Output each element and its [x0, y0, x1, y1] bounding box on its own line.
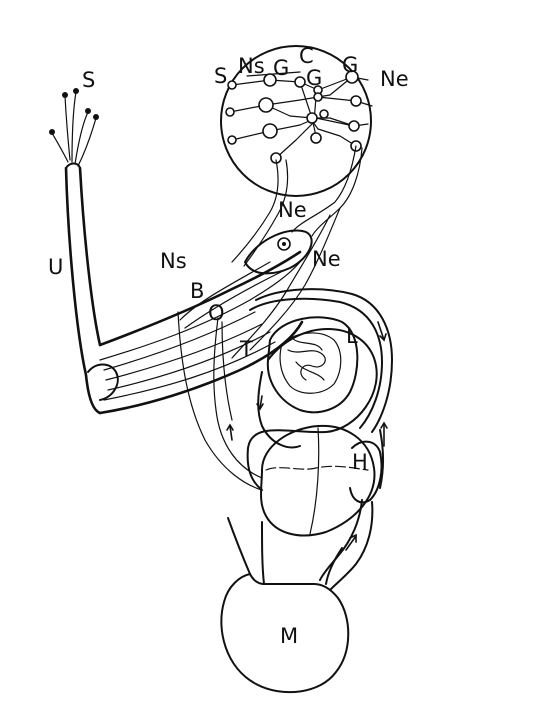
label-g-left: G [273, 56, 289, 80]
diagram-labels: S S Ns G C G G Ne Ne Ne U Ns B O T L H M [48, 44, 409, 648]
circulation-loop [248, 289, 392, 490]
label-ne-brain: Ne [380, 67, 409, 91]
lower-organ [221, 518, 348, 692]
label-ne-lower: Ne [312, 247, 341, 271]
label-m: M [280, 624, 298, 648]
label-o: O [208, 301, 225, 325]
arm-outline [66, 164, 302, 414]
label-s-brain: S [214, 64, 227, 88]
label-ne-mid: Ne [278, 198, 307, 222]
label-b: B [190, 279, 204, 303]
arrow-up-left-icon [227, 425, 233, 440]
gland-organ [245, 230, 312, 273]
label-h: H [352, 450, 368, 474]
label-u: U [48, 255, 63, 279]
label-ns-arm: Ns [160, 249, 187, 273]
label-l: L [346, 324, 358, 348]
finger-nerve-endings [49, 88, 99, 166]
label-c: C [299, 44, 314, 68]
brain-network [226, 71, 372, 163]
heart-organ [261, 426, 382, 536]
label-g-center: G [306, 66, 322, 90]
label-s-fingers: S [82, 68, 95, 92]
label-g-right: G [342, 53, 358, 77]
label-t: T [239, 337, 253, 361]
label-ns-brain: Ns [238, 54, 265, 78]
